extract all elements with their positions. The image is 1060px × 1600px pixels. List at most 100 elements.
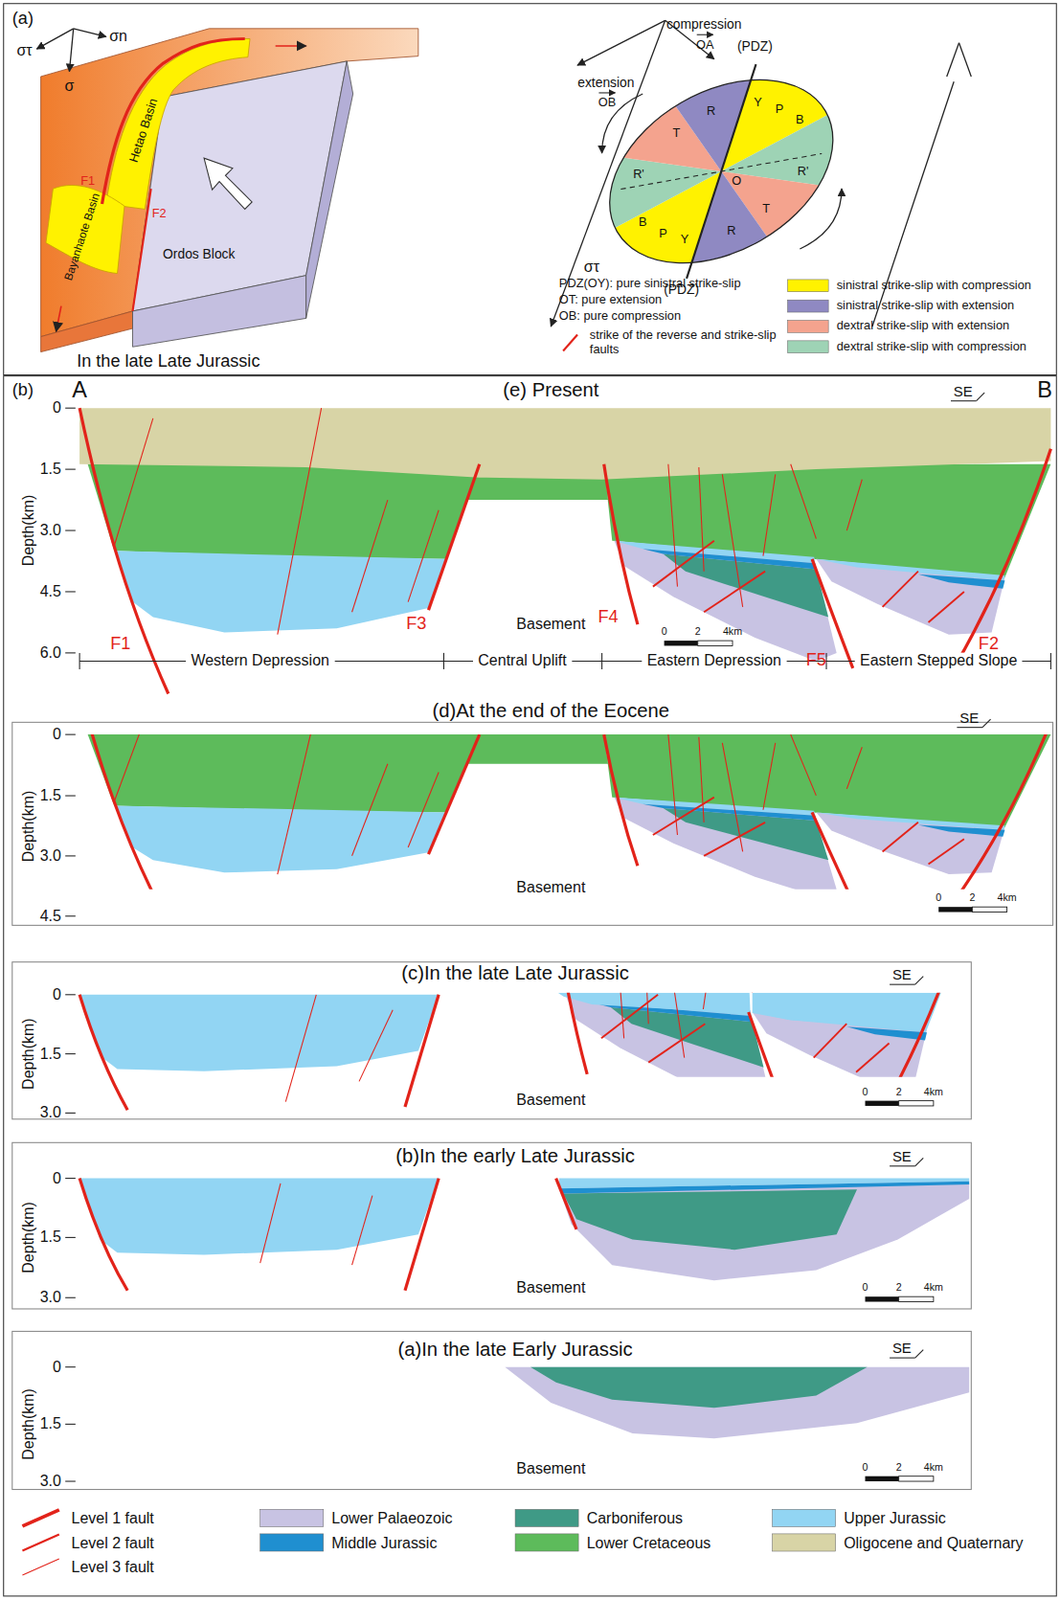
figure-label: R <box>726 225 736 239</box>
strain-ellipse <box>498 0 971 394</box>
figure-label: SE <box>892 1340 912 1356</box>
geologic-shape <box>498 0 944 394</box>
figure-label: στ <box>16 42 32 60</box>
geologic-shape <box>260 1183 281 1263</box>
figure-label: SE <box>892 1149 912 1165</box>
legend-text: dextral strike-slip with extension <box>836 319 1010 335</box>
depth-tick <box>65 734 76 736</box>
figure-label: compression <box>666 17 743 32</box>
legend-text: sinistral strike-slip with extension <box>836 298 1015 314</box>
figure-label: Basement <box>516 879 586 897</box>
geologic-shape <box>68 28 73 72</box>
figure-label: 3.0 <box>40 1105 62 1123</box>
figure-label: 0 <box>862 1461 869 1473</box>
figure-label: Basement <box>516 615 586 633</box>
geologic-shape <box>352 1195 373 1265</box>
figure-label: (d)At the end of the Eocene <box>432 699 671 722</box>
figure-label: 2 <box>896 1282 903 1294</box>
geologic-shape <box>405 994 439 1107</box>
geologic-shape <box>12 962 972 1120</box>
panel-label: (a) <box>12 8 34 29</box>
geologic-shape <box>556 1178 577 1230</box>
depth-tick <box>65 915 76 917</box>
geologic-shape <box>41 311 134 353</box>
figure-label: 1.5 <box>40 787 62 805</box>
figure-label: (PDZ) <box>737 39 773 54</box>
se-tick <box>982 719 992 728</box>
figure-label: Basement <box>516 1279 586 1297</box>
figure-label: 4km <box>722 626 743 638</box>
figure-label: 0 <box>862 1085 869 1098</box>
geologic-shape <box>556 992 970 1078</box>
figure-label: OB: pure compression <box>559 309 681 323</box>
figure-label: 1.5 <box>40 1229 62 1247</box>
legend-samples <box>22 279 835 1576</box>
geologic-shape <box>79 994 439 1072</box>
figure-label: In the late Late Jurassic <box>76 352 260 372</box>
geologic-shape <box>799 188 842 249</box>
figure-label: 0 <box>52 1358 62 1376</box>
depth-tick <box>65 795 76 797</box>
depth-tick <box>65 1112 76 1114</box>
legend-swatch <box>260 1509 324 1527</box>
figure-label: Depth(km) <box>20 1388 38 1461</box>
legend-swatch <box>788 299 830 313</box>
figure-label: 1.5 <box>40 1045 62 1063</box>
geologic-shape <box>56 306 62 333</box>
scale-bar <box>899 1476 934 1482</box>
geologic-shape <box>559 1181 970 1195</box>
figure-label: Eastern Stepped Slope <box>855 653 1023 671</box>
depth-tick <box>65 1423 76 1425</box>
legend-swatch <box>515 1533 579 1552</box>
geologic-shape <box>285 994 316 1103</box>
legend-swatch <box>788 340 830 354</box>
block-diagram <box>36 28 418 353</box>
legend-line-sample <box>563 334 578 351</box>
depth-tick <box>65 407 76 409</box>
cross-sections <box>12 407 1054 1489</box>
geologic-shape <box>556 907 970 1117</box>
geologic-shape <box>79 407 1051 480</box>
figure-label: σn <box>109 28 128 46</box>
geologic-shape <box>133 188 152 312</box>
geologic-shape <box>1050 653 1052 670</box>
geologic-shape <box>947 43 960 77</box>
figure-label: (c)In the late Late Jurassic <box>401 963 629 985</box>
geologic-shape <box>79 688 1051 924</box>
geologic-shape <box>73 28 107 38</box>
figure-label: SE <box>892 967 912 983</box>
figure-label: 4km <box>924 1085 944 1098</box>
figure-label: R' <box>797 164 810 179</box>
legend-swatch <box>515 1509 579 1527</box>
scale-bar <box>865 1476 900 1482</box>
legend-line-sample <box>22 1558 59 1576</box>
depth-tick <box>65 1297 76 1299</box>
figure-label: A <box>71 378 88 404</box>
figure-label: 0 <box>52 399 62 417</box>
figure-label: B <box>1037 378 1053 404</box>
se-tick <box>915 1350 925 1359</box>
geologic-shape <box>613 797 1005 890</box>
figure-label: 0 <box>52 725 62 744</box>
geologic-shape <box>79 1178 128 1291</box>
legend-swatch <box>772 1509 836 1527</box>
geologic-shape <box>613 541 1005 662</box>
figure-label: B <box>795 113 805 128</box>
figure-label: 4km <box>997 892 1017 904</box>
figure-label: 1.5 <box>40 460 62 478</box>
geologic-shape <box>133 275 307 348</box>
figure-label: OB <box>598 96 616 111</box>
legend-swatch <box>788 279 830 293</box>
figure-label: Basement <box>516 1460 586 1478</box>
figure-label: O <box>731 175 742 189</box>
figure-label: Y <box>680 232 690 247</box>
figure-label: Central Uplift <box>473 653 572 671</box>
figure-label: F5 <box>806 651 827 671</box>
legend-text: Lower Palaeozoic <box>331 1509 452 1527</box>
se-underline <box>889 984 916 986</box>
geologic-shape <box>697 34 714 36</box>
legend-text: Carboniferous <box>586 1509 683 1527</box>
geologic-shape <box>79 994 128 1110</box>
figure-label: 0 <box>935 892 942 904</box>
legend-swatch <box>772 1533 836 1552</box>
